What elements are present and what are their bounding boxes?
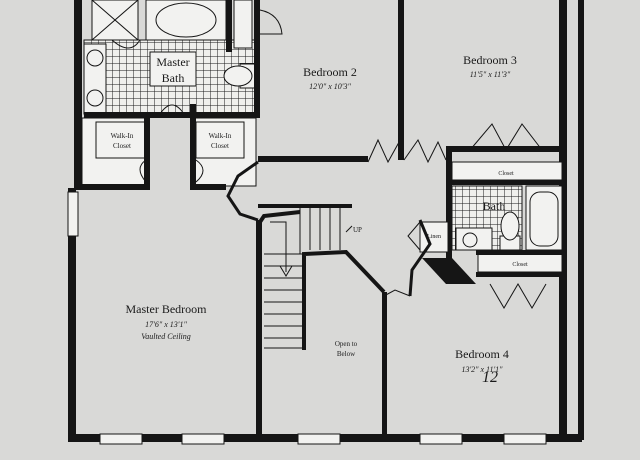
- master-bath: Master Bath: [83, 0, 283, 118]
- master-bath-label-line1: Master: [156, 55, 189, 69]
- master-bedroom-note: Vaulted Ceiling: [141, 332, 191, 341]
- bedroom-4: Bedroom 4 13'2" x 11'1" 12: [455, 347, 509, 386]
- bedroom2-title: Bedroom 2: [303, 65, 357, 79]
- closet-upper-label: Closet: [498, 171, 514, 177]
- linen-label: Linen: [427, 234, 441, 240]
- closet-lower: Closet: [476, 250, 563, 309]
- master-bedroom-title: Master Bedroom: [126, 302, 208, 316]
- walkin-left-line2: Closet: [113, 142, 131, 150]
- hallway: [226, 160, 432, 297]
- walkin-closets: Walk-In Closet Walk-In Closet: [81, 104, 257, 190]
- bedroom-3: Bedroom 3 11'5" x 11'3": [403, 53, 562, 164]
- stairs-up-label: UP: [353, 226, 362, 234]
- bedroom-2: Bedroom 2 12'0" x 10'3": [258, 0, 405, 164]
- bedroom4-handwritten-note: 12: [482, 369, 498, 386]
- walkin-right-line1: Walk-In: [209, 132, 232, 140]
- walkin-right-line2: Closet: [211, 142, 229, 150]
- open-below-line1: Open to: [335, 340, 358, 348]
- bath-label: Bath: [483, 199, 506, 213]
- bedroom3-dims: 11'5" x 11'3": [470, 70, 511, 79]
- bedroom2-dims: 12'0" x 10'3": [309, 82, 351, 91]
- master-bedroom: Master Bedroom 17'6" x 13'1" Vaulted Cei…: [126, 220, 262, 436]
- windows: [67, 191, 547, 445]
- bath: Bath: [446, 150, 563, 260]
- open-to-below: Open to Below: [335, 292, 387, 436]
- bedroom4-title: Bedroom 4: [455, 347, 509, 361]
- walkin-left-line1: Walk-In: [111, 132, 134, 140]
- bedroom3-title: Bedroom 3: [463, 53, 517, 67]
- stairs: UP: [258, 204, 386, 350]
- master-bath-label-line2: Bath: [162, 71, 185, 85]
- open-below-line2: Below: [337, 350, 356, 358]
- bedroom4-dims: 13'2" x 11'1": [461, 365, 503, 374]
- closet-lower-label: Closet: [512, 262, 528, 268]
- master-bedroom-dims: 17'6" x 13'1": [145, 320, 187, 329]
- linen: Linen: [407, 221, 476, 284]
